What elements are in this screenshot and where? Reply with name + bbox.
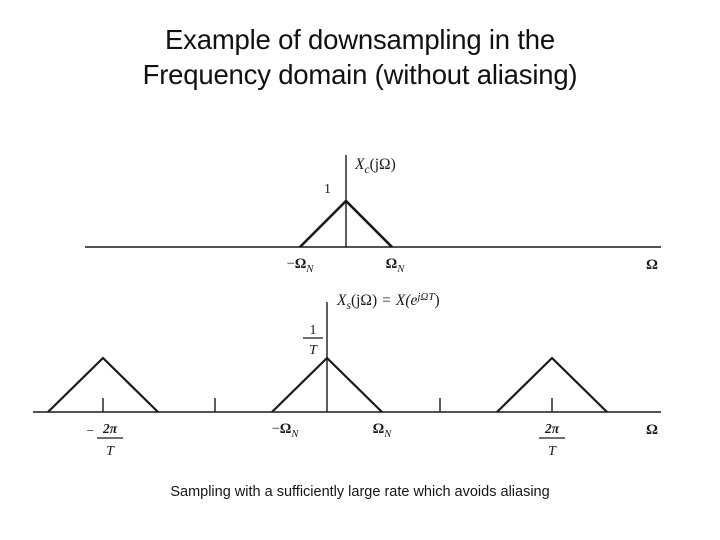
plot-top-tick-label-omega-n: ΩN: [386, 256, 406, 275]
plot-bottom-label-neg-denominator: T: [106, 444, 115, 459]
plot-bottom-triangle-right-replica: [496, 356, 608, 413]
plot-top-axis-label: Ω: [646, 257, 658, 273]
page-title: Example of downsampling in the Frequency…: [60, 22, 660, 92]
plot-bottom-eq-equals: =: [382, 292, 391, 309]
plot-bottom-omega-base: Ω: [373, 421, 385, 437]
plot-bottom-label-neg-2pi-over-t: − 2π T: [86, 421, 123, 459]
plot-bottom-label-2pi-over-t: 2π T: [539, 421, 565, 459]
plot-bottom-peak-denominator: T: [309, 343, 318, 358]
plot-top-tick-pos-base: Ω: [386, 256, 398, 272]
spectrum-figure: Xc(jΩ) 1 −ΩN ΩN Ω: [33, 155, 661, 459]
plot-bottom-eq-X: X: [336, 292, 347, 309]
plot-bottom-label-omega-n: ΩN: [373, 421, 393, 440]
plot-bottom-eq-rhs-exponent: jΩT: [415, 291, 435, 303]
plot-bottom-label-neg-omega-n: −ΩN: [272, 421, 300, 440]
plot-bottom-triangle-baseband: [271, 356, 383, 413]
plot-bottom-eq-arg: (jΩ): [351, 292, 377, 309]
plot-bottom-group: Xs(jΩ)=X(ejΩT) 1 T − 2π T −ΩN: [33, 291, 661, 459]
plot-top-triangle: [299, 199, 393, 248]
plot-bottom-label-neg-sign: −: [86, 423, 94, 438]
plot-bottom-peak-label-fraction: 1 T: [303, 323, 323, 358]
plot-bottom-label-neg-numerator: 2π: [102, 421, 118, 436]
page-title-line-2: Frequency domain (without aliasing): [142, 59, 578, 91]
plot-bottom-equation-label: Xs(jΩ) =X(ejΩT): [336, 291, 440, 312]
plot-top-signal-label: Xc(jΩ): [354, 156, 396, 176]
plot-top-tick-neg-sub: N: [305, 264, 314, 275]
plot-bottom-label-pos-denominator: T: [548, 444, 557, 459]
figure-caption: Sampling with a sufficiently large rate …: [170, 484, 550, 500]
plot-bottom-eq-rhs-close: ): [435, 292, 440, 309]
plot-bottom-eq-rhs: X(e: [395, 292, 418, 309]
plot-bottom-axis-label: Ω: [646, 422, 658, 438]
plot-bottom-eq-sub: s: [346, 300, 351, 312]
plot-bottom-neg-omega-sign: −: [272, 421, 280, 437]
plot-top-tick-pos-sub: N: [396, 264, 405, 275]
plot-top-group: Xc(jΩ) 1 −ΩN ΩN Ω: [85, 155, 661, 275]
plot-top-signal-label-arg: (jΩ): [370, 156, 396, 173]
plot-bottom-omega-sub: N: [383, 429, 392, 440]
plot-bottom-triangle-left-replica: [47, 356, 159, 413]
page-title-line-1: Example of downsampling in the: [165, 24, 555, 55]
plot-top-peak-label: 1: [324, 182, 331, 197]
plot-top-tick-neg-sign: −: [287, 256, 295, 272]
plot-bottom-neg-omega-base: Ω: [280, 421, 292, 437]
plot-top-tick-label-neg-omega-n: −ΩN: [287, 256, 315, 275]
plot-top-tick-neg-base: Ω: [295, 256, 307, 272]
plot-bottom-neg-omega-sub: N: [290, 429, 299, 440]
plot-top-signal-label-sub: c: [364, 164, 369, 176]
plot-bottom-label-pos-numerator: 2π: [544, 421, 560, 436]
figure-container: Xc(jΩ) 1 −ΩN ΩN Ω: [0, 130, 720, 470]
plot-bottom-peak-numerator: 1: [310, 323, 317, 338]
plot-top-signal-label-X: X: [354, 156, 365, 173]
